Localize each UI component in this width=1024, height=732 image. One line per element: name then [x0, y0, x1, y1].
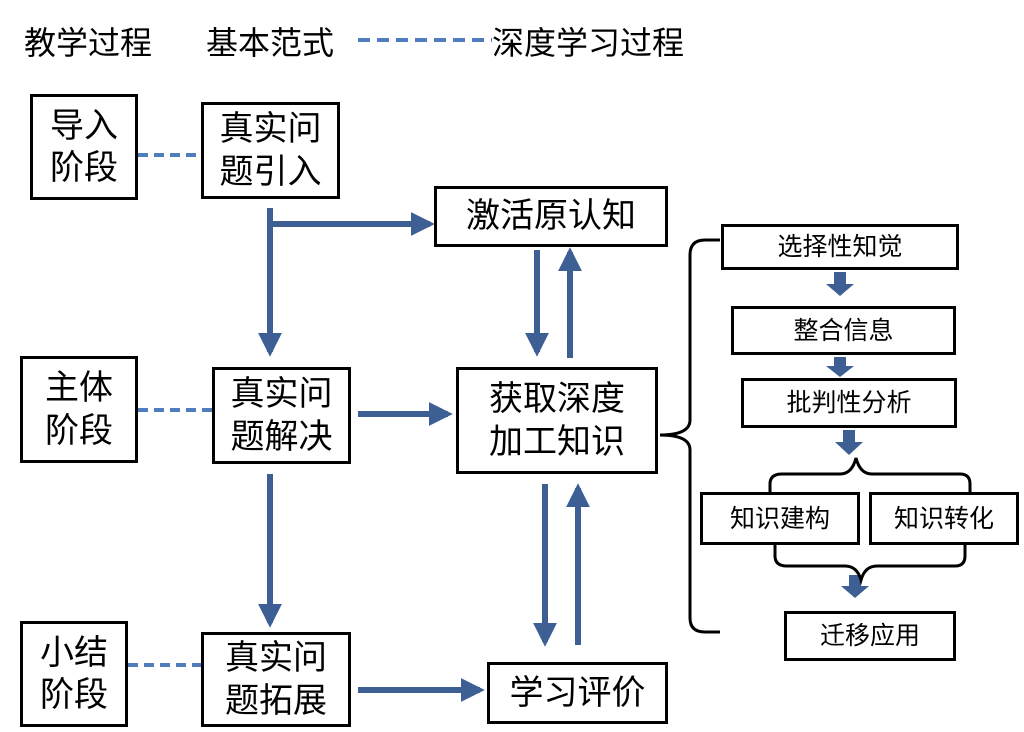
stage-intro-line2: 阶段 — [50, 148, 118, 188]
step-problem-solve: 真实问题解决 — [212, 367, 351, 464]
step-problem-extend-line1: 真实问 — [225, 638, 327, 678]
stage-summary-line1: 小结 — [40, 632, 108, 673]
legend-basic-paradigm: 基本范式 — [206, 24, 335, 62]
detail-knowledge-construction: 知识建构 — [700, 492, 860, 545]
top-brace — [768, 457, 972, 492]
stage-intro: 导入阶段 — [30, 94, 138, 200]
stage-main-line1: 主体 — [45, 368, 113, 408]
process-evaluate: 学习评价 — [487, 662, 668, 724]
step-problem-intro-line2: 题引入 — [219, 151, 322, 192]
stage-main: 主体阶段 — [20, 356, 138, 463]
process-activate: 激活原认知 — [434, 186, 668, 247]
process-acquire-line2: 加工知识 — [489, 421, 625, 462]
block-arrow-1 — [826, 272, 854, 296]
big-brace — [659, 238, 720, 634]
detail-critical-analysis: 批判性分析 — [741, 378, 957, 428]
detail-knowledge-transform: 知识转化 — [869, 492, 1019, 545]
step-problem-extend: 真实问题拓展 — [201, 632, 351, 727]
block-arrow-3 — [835, 430, 863, 455]
step-problem-extend-line2: 题拓展 — [225, 680, 327, 721]
block-arrow-4 — [841, 575, 869, 598]
stage-intro-line1: 导入 — [50, 105, 118, 146]
step-problem-intro: 真实问题引入 — [201, 102, 340, 199]
step-problem-intro-line1: 真实问 — [219, 109, 322, 149]
stage-summary-line2: 阶段 — [40, 675, 108, 715]
block-arrow-2 — [826, 357, 854, 377]
process-acquire-line1: 获取深度 — [489, 379, 625, 419]
detail-integrate-info: 整合信息 — [731, 306, 956, 355]
stage-main-line2: 阶段 — [45, 410, 113, 451]
stage-summary: 小结阶段 — [20, 621, 128, 727]
detail-transfer-application: 迁移应用 — [784, 611, 956, 661]
legend-deep-learning-process: 深度学习过程 — [492, 24, 685, 62]
step-problem-solve-line2: 题解决 — [230, 416, 333, 457]
process-acquire: 获取深度加工知识 — [456, 367, 658, 474]
legend-teaching-process: 教学过程 — [24, 24, 153, 62]
bottom-brace — [773, 545, 967, 586]
step-problem-solve-line1: 真实问 — [230, 374, 333, 414]
detail-selective-perception: 选择性知觉 — [721, 224, 959, 270]
